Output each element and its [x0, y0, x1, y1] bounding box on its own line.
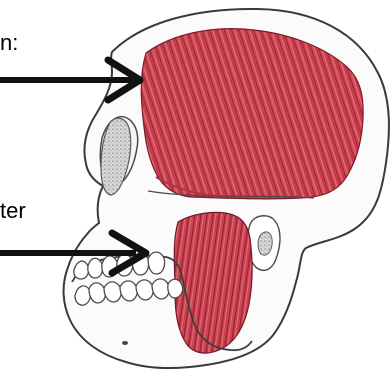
- temporalis-muscle: [141, 29, 363, 199]
- arrow-temporalis: [0, 60, 140, 100]
- masseter-label-partial: ter: [0, 200, 44, 222]
- joint-shading: [258, 232, 272, 255]
- mental-foramen: [122, 341, 128, 345]
- temporalis-label-partial: n:: [0, 32, 18, 54]
